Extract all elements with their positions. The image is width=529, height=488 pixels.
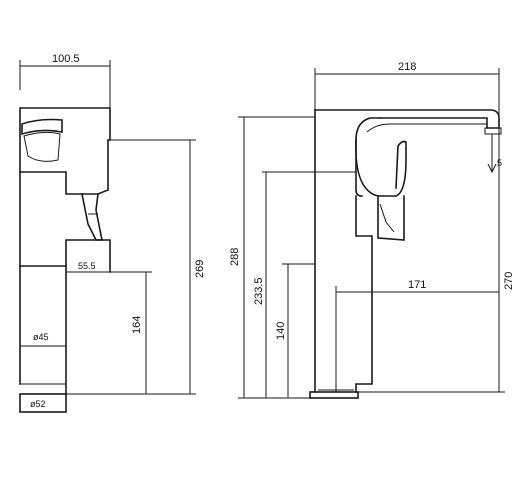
side-total-height-dimension: 269 <box>66 139 206 395</box>
aerator-label: 5 <box>497 158 502 168</box>
side-total-height-label: 269 <box>194 260 206 278</box>
outlet-height-dimension: 233.5 <box>253 171 356 398</box>
spout-arm: 5 <box>314 109 502 197</box>
lever-joint <box>81 193 103 241</box>
total-height-label: 288 <box>229 248 241 266</box>
reach-label: 171 <box>408 279 426 291</box>
body-height-label: 140 <box>275 322 287 340</box>
reach-dimension: 171 <box>335 279 499 392</box>
overall-length-label: 218 <box>398 61 416 73</box>
spout-head <box>19 107 111 195</box>
side-width-label: 100.5 <box>52 53 80 65</box>
side-base: ø52 <box>19 393 67 413</box>
spout-reach-label: 55.5 <box>78 261 96 271</box>
spout-outlet <box>21 118 63 136</box>
side-view: 100.5 55.5 ø45 <box>19 53 206 413</box>
body-height-dimension: 140 <box>275 263 315 398</box>
handle-height-label: 270 <box>503 272 515 290</box>
lever-diameter-label: ø45 <box>33 332 49 342</box>
side-body-height-label: 164 <box>131 316 143 334</box>
handle-lever <box>355 139 407 241</box>
total-height-dimension: 288 <box>229 116 315 399</box>
front-body <box>309 109 373 399</box>
side-body-height-dimension: 164 <box>110 271 152 394</box>
side-width-dimension: 100.5 <box>19 53 111 118</box>
side-body-lower: ø45 <box>19 265 67 395</box>
base-diameter-label: ø52 <box>30 399 46 409</box>
handle-height-dimension: 270 <box>330 128 515 393</box>
front-base <box>309 391 359 399</box>
front-view: 218 5 288 <box>229 61 515 399</box>
overall-length-dimension: 218 <box>314 61 500 118</box>
outlet-height-label: 233.5 <box>253 277 265 305</box>
side-body-upper: 55.5 <box>19 171 111 273</box>
aerator <box>484 127 502 135</box>
